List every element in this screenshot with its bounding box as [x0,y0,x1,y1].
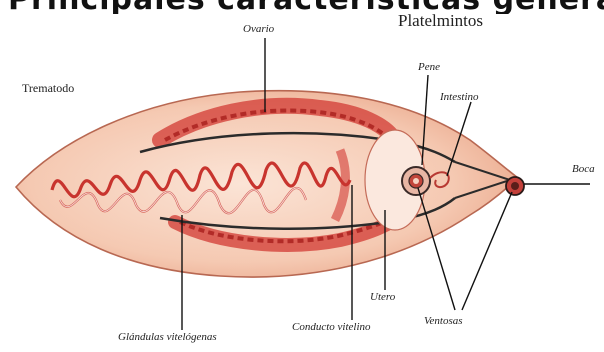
subtitle: Platelmintos [398,12,483,29]
label-intestino: Intestino [440,92,479,103]
label-ovario: Ovario [243,24,274,35]
label-pene: Pene [418,62,440,73]
label-glandulas-vitelogenas: Glándulas vitelógenas [118,332,217,343]
label-conducto-vitelino: Conducto vitelino [292,322,371,333]
label-boca: Boca [572,164,595,175]
organism-label: Trematodo [22,82,74,94]
label-utero: Utero [370,292,395,303]
label-ventosas: Ventosas [424,316,463,327]
